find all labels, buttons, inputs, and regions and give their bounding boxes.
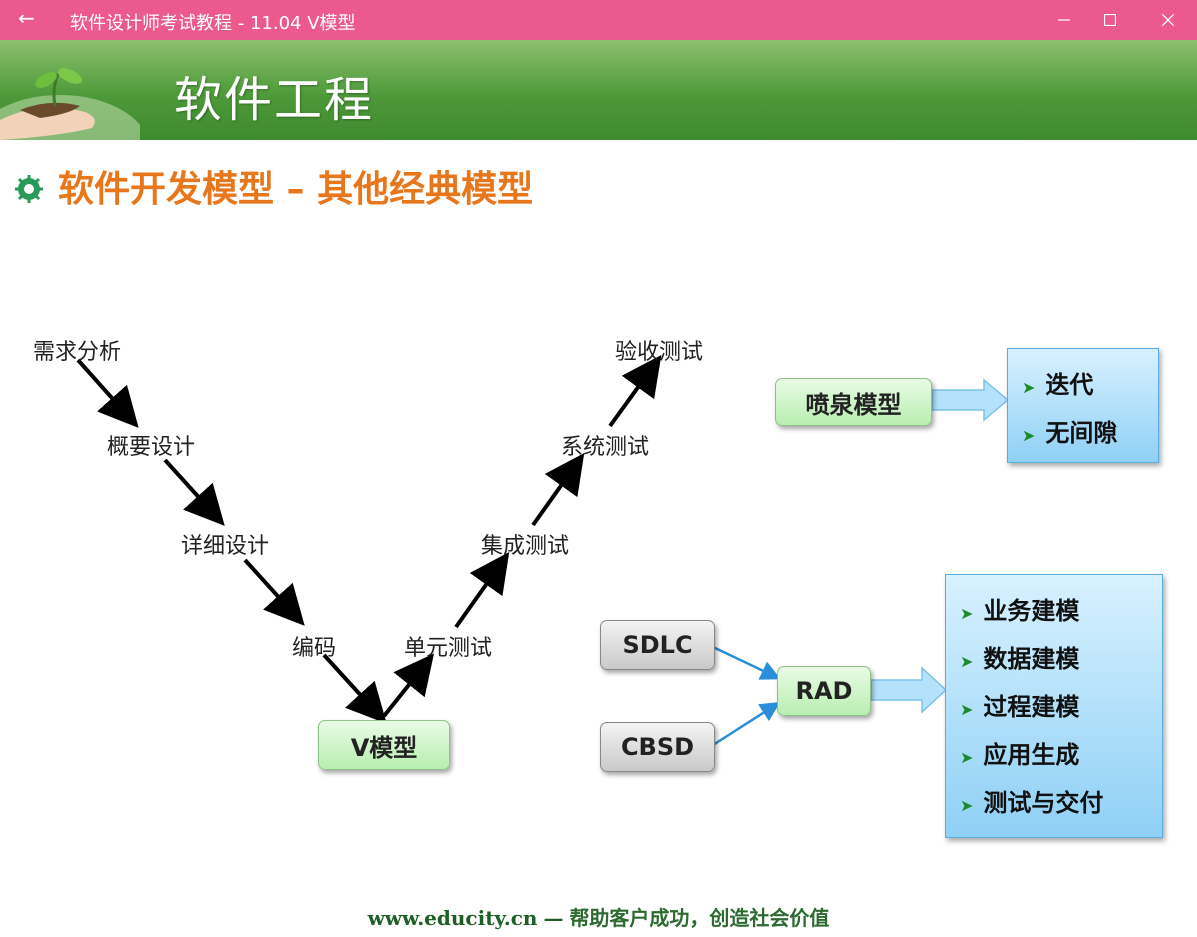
v-step-outline-design: 概要设计 (107, 435, 196, 460)
banner-title: 软件工程 (174, 72, 375, 128)
cbsd-box: CBSD (600, 722, 715, 772)
v-step-integration-test: 集成测试 (481, 534, 570, 559)
fountain-item-seamless: ➤无间隙 (1022, 419, 1118, 447)
green-triangle-icon: ➤ (960, 652, 974, 671)
v-step-detail-design: 详细设计 (181, 534, 270, 559)
slide-footer: www.educity.cn—帮助客户成功，创造社会价值 (0, 902, 1197, 931)
slide-banner: 软件工程 (0, 40, 1197, 140)
rad-item-business-modeling: ➤业务建模 (960, 597, 1080, 625)
slide-title: 软件开发模型 – 其他经典模型 (58, 169, 534, 210)
green-triangle-icon: ➤ (960, 748, 974, 767)
sdlc-box: SDLC (600, 620, 715, 670)
v-step-acceptance-test: 验收测试 (615, 340, 704, 365)
rad-box: RAD (777, 666, 871, 716)
arrow-outline-to-detail (163, 458, 225, 526)
rad-block-arrow (870, 666, 948, 714)
green-triangle-icon: ➤ (1022, 426, 1036, 445)
v-step-requirements: 需求分析 (33, 340, 122, 365)
green-triangle-icon: ➤ (960, 700, 974, 719)
gear-bullet-icon (15, 175, 43, 203)
rad-phases-box: ➤业务建模 ➤数据建模 ➤过程建模 ➤应用生成 ➤测试与交付 (945, 574, 1163, 838)
green-triangle-icon: ➤ (960, 604, 974, 623)
v-step-coding: 编码 (292, 636, 337, 661)
arrow-cbsd-to-rad (712, 701, 781, 747)
arrow-unit-to-integration (454, 551, 510, 629)
window-title: 软件设计师考试教程 - 11.04 V模型 (70, 13, 356, 34)
arrow-coding-to-bottom (322, 653, 387, 724)
rad-item-app-generation: ➤应用生成 (960, 741, 1080, 769)
green-triangle-icon: ➤ (960, 796, 974, 815)
v-model-box: V模型 (318, 720, 450, 770)
rad-item-process-modeling: ➤过程建模 (960, 693, 1080, 721)
minimize-button[interactable] (1041, 0, 1087, 40)
v-step-unit-test: 单元测试 (404, 636, 493, 661)
hands-seedling-icon (0, 68, 140, 140)
arrow-integration-to-system (531, 452, 585, 527)
arrow-system-to-acceptance (608, 355, 662, 428)
minimize-icon (1058, 19, 1070, 21)
footer-url: www.educity.cn (367, 906, 538, 930)
fountain-model-box: 喷泉模型 (775, 378, 932, 426)
arrow-sdlc-to-rad (712, 645, 781, 680)
fountain-features-box: ➤迭代 ➤无间隙 (1007, 348, 1159, 463)
rad-item-test-delivery: ➤测试与交付 (960, 789, 1104, 817)
arrow-detail-to-coding (243, 558, 305, 626)
back-arrow-icon[interactable]: ← (18, 6, 35, 30)
window-titlebar: ← 软件设计师考试教程 - 11.04 V模型 (0, 0, 1197, 40)
v-step-system-test: 系统测试 (561, 435, 650, 460)
arrow-req-to-outline (76, 358, 139, 428)
arrow-bottom-to-unit (382, 653, 434, 718)
maximize-icon (1104, 14, 1116, 26)
close-button[interactable] (1145, 0, 1191, 40)
fountain-block-arrow (931, 378, 1010, 422)
footer-slogan: 帮助客户成功，创造社会价值 (569, 906, 830, 930)
fountain-item-iteration: ➤迭代 (1022, 371, 1094, 399)
close-icon (1162, 14, 1174, 26)
green-triangle-icon: ➤ (1022, 378, 1036, 397)
footer-separator: — (543, 906, 564, 930)
maximize-button[interactable] (1087, 0, 1133, 40)
rad-item-data-modeling: ➤数据建模 (960, 645, 1080, 673)
